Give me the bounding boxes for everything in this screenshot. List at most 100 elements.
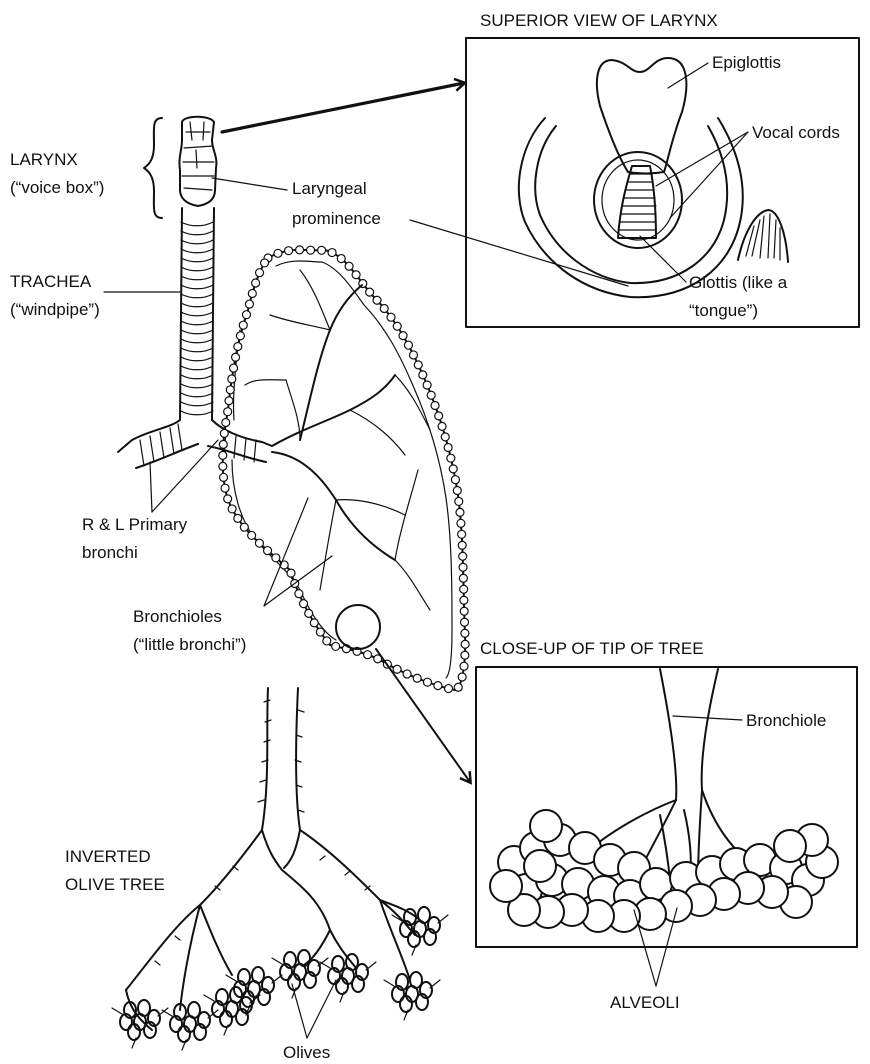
olive-clusters — [112, 907, 448, 1050]
lung-bead — [332, 642, 340, 650]
lung-bead — [300, 600, 308, 608]
olive-cluster — [226, 967, 282, 1015]
lung-bead — [458, 541, 466, 549]
lung-bead — [228, 375, 236, 383]
lung-bead — [226, 386, 234, 394]
primary-bronchi-leader-left — [150, 462, 152, 512]
trachea-ring — [181, 402, 213, 406]
trachea-ring — [181, 249, 213, 253]
lung-bead — [219, 451, 227, 459]
trachea-ring — [181, 321, 213, 325]
primary-bronchi-sublabel: bronchi — [82, 543, 138, 562]
lung-bead — [221, 484, 229, 492]
laryngeal-prominence-label: Laryngeal — [292, 179, 367, 198]
lung-bead — [393, 665, 401, 673]
trachea-ring — [181, 366, 213, 370]
alveoli-cluster — [490, 810, 838, 932]
glottis-label: Glottis (like a — [689, 273, 788, 292]
lung-bead — [234, 342, 242, 350]
lung-bead — [460, 596, 468, 604]
trachea-ring — [181, 411, 213, 415]
olive-cluster — [392, 907, 448, 955]
lung-bead — [387, 313, 395, 321]
larynx-brace — [144, 118, 162, 218]
lung-bead — [285, 247, 293, 255]
lung-bead — [459, 563, 467, 571]
lung-bead — [423, 678, 431, 686]
lung-texture — [219, 246, 469, 693]
trachea-ring — [181, 294, 213, 298]
lung-bead — [366, 288, 374, 296]
olive-cluster — [112, 1000, 168, 1048]
laryngeal-to-glottis-leader — [410, 220, 628, 286]
trachea-label: TRACHEA — [10, 272, 92, 291]
lung-bead — [399, 332, 407, 340]
lung-bead — [323, 637, 331, 645]
larynx-inset-title: SUPERIOR VIEW OF LARYNX — [480, 11, 718, 30]
lung-bead — [454, 683, 462, 691]
lung-bead — [225, 397, 233, 405]
lung-bead — [403, 670, 411, 678]
lung-bead — [220, 473, 228, 481]
glottis-tongue-sketch — [738, 210, 788, 262]
lung-bead — [460, 607, 468, 615]
bronchioles-sublabel: (“little bronchi”) — [133, 635, 246, 654]
lung-bead — [328, 249, 336, 257]
lung-bead — [219, 440, 227, 448]
lung-bead — [435, 412, 443, 420]
lung-bead — [364, 651, 372, 659]
lung-bead — [240, 523, 248, 531]
lung-bead — [373, 296, 381, 304]
inverted-olive-tree-label: INVERTED — [65, 847, 151, 866]
lung-bead — [461, 629, 469, 637]
lung-bead — [242, 311, 250, 319]
lung-bead — [248, 289, 256, 297]
lung-bead — [459, 552, 467, 560]
lung-bead — [307, 246, 315, 254]
trachea-ring — [181, 375, 213, 379]
larynx-label: LARYNX — [10, 150, 78, 169]
vocal-cords-leader-lower — [670, 132, 748, 218]
olives-leader-left — [292, 984, 307, 1038]
lung-bead — [310, 619, 318, 627]
lung-bead — [380, 305, 388, 313]
olive-cluster — [272, 950, 328, 998]
vocal-cords-label: Vocal cords — [752, 123, 840, 142]
olives-label: Olives — [283, 1043, 330, 1062]
lung-bead — [460, 585, 468, 593]
lung-bead — [413, 674, 421, 682]
larynx-drawing — [179, 117, 216, 206]
vocal-cords-leader-upper — [656, 132, 748, 186]
lung-bead — [316, 628, 324, 636]
trachea-ring — [181, 303, 213, 307]
alveolus — [524, 850, 556, 882]
lung-bead — [296, 246, 304, 254]
lung-bead — [272, 554, 280, 562]
lung-bead — [423, 381, 431, 389]
trachea-ring — [181, 285, 213, 289]
lung-bead — [458, 530, 466, 538]
alveolus — [530, 810, 562, 842]
lung-bead — [445, 685, 453, 693]
lung-bead — [444, 444, 452, 452]
primary-bronchi-leader-right — [152, 440, 218, 512]
lung-bead — [451, 476, 459, 484]
lung-bead — [219, 462, 227, 470]
lung-bead — [457, 519, 465, 527]
laryngeal-prominence-sublabel: prominence — [292, 209, 381, 228]
lung-bead — [455, 497, 463, 505]
laryngeal-prominence-leader — [212, 178, 287, 190]
trachea-ring — [181, 330, 213, 334]
glottis-leader — [640, 236, 686, 282]
lung-bead — [461, 640, 469, 648]
trachea-ring — [181, 348, 213, 352]
lung-bead — [236, 332, 244, 340]
epiglottis-leader — [668, 63, 708, 88]
tree-tip-pointer-arrow — [376, 649, 470, 782]
lung-bead — [461, 651, 469, 659]
lung-bead — [438, 422, 446, 430]
olive-cluster — [204, 987, 260, 1035]
lung-bead — [447, 454, 455, 462]
lung-bead — [345, 262, 353, 270]
olive-cluster — [384, 972, 440, 1020]
